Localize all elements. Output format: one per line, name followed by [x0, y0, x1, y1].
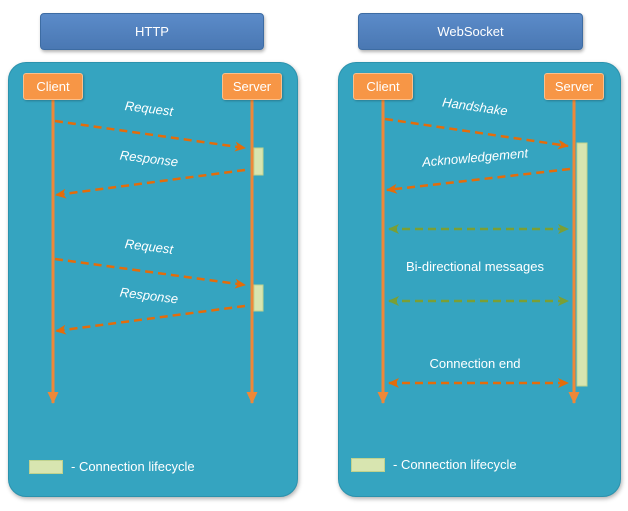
- http-client-box: Client: [23, 73, 83, 100]
- http-legend: - Connection lifecycle: [29, 459, 195, 474]
- websocket-sequence-diagram: [377, 100, 588, 404]
- connection-lifecycle-swatch: [29, 459, 63, 474]
- bidirectional-messages-label: Bi-directional messages: [405, 259, 544, 274]
- acknowledgement-arrow: [386, 167, 571, 194]
- http-server-box: Server: [222, 73, 282, 100]
- connection-end-label: Connection end: [429, 356, 521, 371]
- websocket-client-label: Client: [366, 79, 400, 94]
- websocket-legend: - Connection lifecycle: [351, 457, 517, 472]
- response-arrow-2: [55, 304, 246, 335]
- http-title: HTTP: [135, 24, 169, 39]
- websocket-server-label: Server: [554, 79, 594, 94]
- request-arrow-1: [54, 119, 246, 152]
- http-legend-label: - Connection lifecycle: [71, 459, 195, 474]
- http-sequence-diagram: [47, 100, 264, 404]
- http-panel: Client Server Request Response Request R…: [8, 62, 298, 497]
- connection-lifecycle-bar-long: [576, 142, 588, 387]
- response-arrow-1: [55, 168, 246, 199]
- websocket-server-box: Server: [544, 73, 604, 100]
- connection-lifecycle-bar-1: [253, 147, 264, 176]
- websocket-title: WebSocket: [437, 24, 504, 39]
- connection-lifecycle-bar-2: [253, 284, 264, 312]
- connection-lifecycle-swatch: [351, 457, 385, 472]
- websocket-client-box: Client: [353, 73, 413, 100]
- handshake-arrow: [384, 117, 569, 150]
- http-title-box: HTTP: [40, 13, 264, 50]
- websocket-title-box: WebSocket: [358, 13, 583, 50]
- request-arrow-2: [54, 257, 246, 289]
- http-server-label: Server: [232, 79, 272, 94]
- http-client-label: Client: [36, 79, 70, 94]
- websocket-legend-label: - Connection lifecycle: [393, 457, 517, 472]
- websocket-panel: Client Server Handshake Acknowledgement …: [338, 62, 621, 497]
